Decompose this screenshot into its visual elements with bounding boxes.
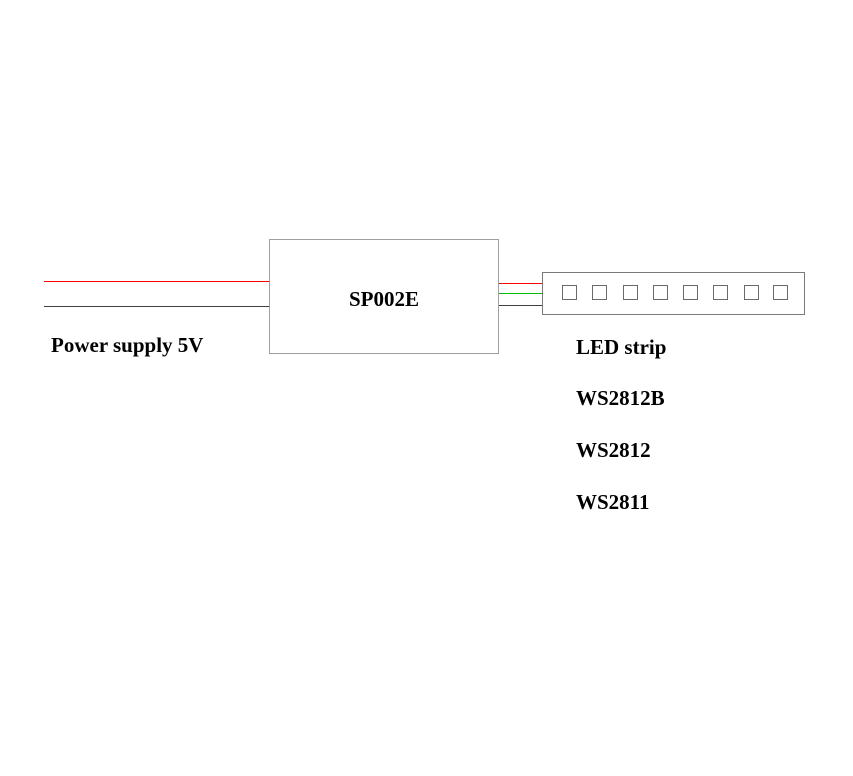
power-wire-ground <box>44 306 269 307</box>
led-chip <box>773 285 788 300</box>
strip-wire-ground <box>499 305 542 306</box>
led-strip-label: LED strip <box>576 335 667 359</box>
strip-wire-positive <box>499 283 542 284</box>
controller-box: SP002E <box>269 239 499 354</box>
power-supply-label: Power supply 5V <box>51 333 204 357</box>
strip-wire-data <box>499 293 542 294</box>
led-chip <box>744 285 759 300</box>
model-label-ws2811: WS2811 <box>576 490 650 514</box>
controller-label: SP002E <box>348 287 419 311</box>
led-chip <box>562 285 577 300</box>
model-label-ws2812: WS2812 <box>576 438 651 462</box>
led-chip <box>623 285 638 300</box>
led-strip <box>542 272 805 315</box>
model-label-ws2812b: WS2812B <box>576 386 665 410</box>
power-wire-positive <box>44 281 269 282</box>
led-chip <box>592 285 607 300</box>
led-chip <box>683 285 698 300</box>
led-chip <box>653 285 668 300</box>
led-chip <box>713 285 728 300</box>
